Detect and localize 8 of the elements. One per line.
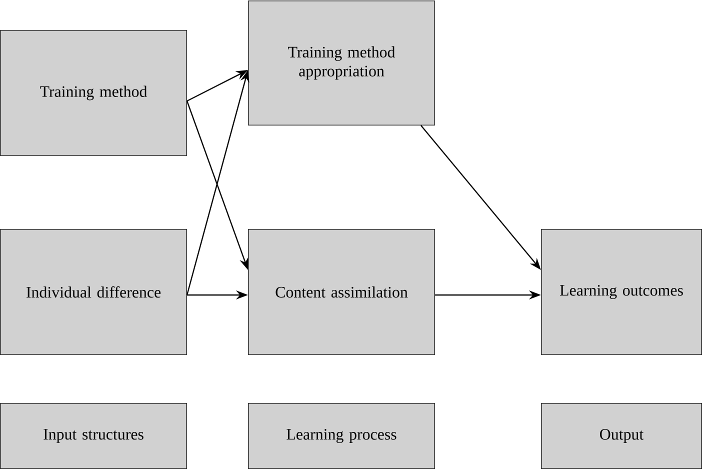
input-box: Individual difference xyxy=(0,228,188,355)
process-box: Training method appropriation xyxy=(248,0,435,126)
column-label-box: Input structures xyxy=(0,403,188,469)
output-box: Learning outcomes xyxy=(541,228,702,355)
column-label-box: Output xyxy=(541,403,702,469)
input-box: Training method xyxy=(0,30,188,156)
process-box: Content assimilation xyxy=(248,228,435,355)
column-label-box: Learning process xyxy=(248,403,435,469)
